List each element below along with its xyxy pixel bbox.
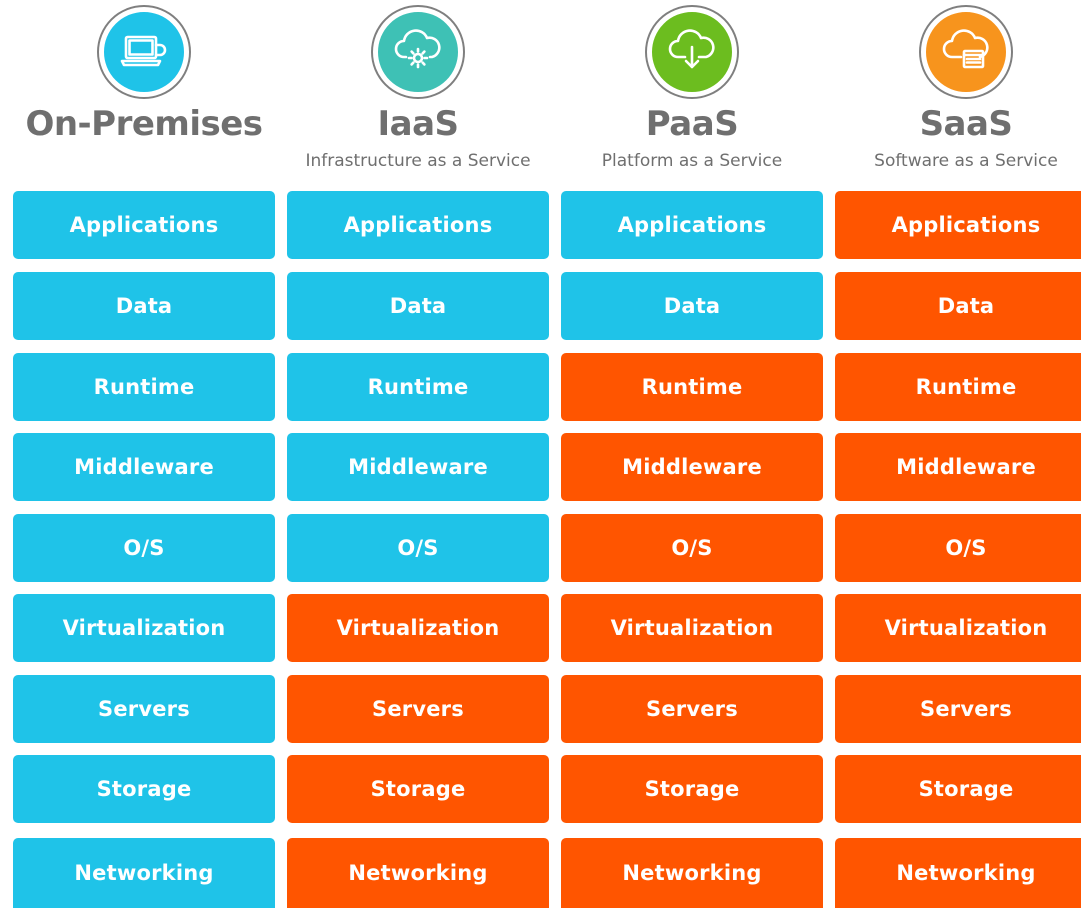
layer-virtualization: Virtualization xyxy=(561,594,823,662)
model-column-paas: PaaS Platform as a Service Applications … xyxy=(561,0,823,908)
layer-middleware: Middleware xyxy=(561,433,823,501)
layer-servers: Servers xyxy=(835,675,1081,743)
layer-os: O/S xyxy=(13,514,275,582)
model-title: On-Premises xyxy=(25,104,263,144)
layer-data: Data xyxy=(835,272,1081,340)
layer-virtualization: Virtualization xyxy=(13,594,275,662)
layer-os: O/S xyxy=(835,514,1081,582)
cloud-window-icon xyxy=(921,7,1011,97)
layer-os: O/S xyxy=(287,514,549,582)
cloud-download-icon xyxy=(647,7,737,97)
layer-servers: Servers xyxy=(561,675,823,743)
layer-data: Data xyxy=(561,272,823,340)
layer-os: O/S xyxy=(561,514,823,582)
layer-applications: Applications xyxy=(561,191,823,259)
layer-virtualization: Virtualization xyxy=(835,594,1081,662)
model-column-iaas: IaaS Infrastructure as a Service Applica… xyxy=(287,0,549,908)
laptop-icon xyxy=(99,7,189,97)
layer-runtime: Runtime xyxy=(835,353,1081,421)
model-subtitle: Infrastructure as a Service xyxy=(305,151,531,171)
layer-servers: Servers xyxy=(287,675,549,743)
layer-applications: Applications xyxy=(13,191,275,259)
layer-data: Data xyxy=(13,272,275,340)
model-subtitle: Platform as a Service xyxy=(601,151,783,171)
model-subtitle: Software as a Service xyxy=(874,151,1058,171)
layer-virtualization: Virtualization xyxy=(287,594,549,662)
layer-networking: Networking xyxy=(561,838,823,908)
layer-applications: Applications xyxy=(287,191,549,259)
layer-middleware: Middleware xyxy=(13,433,275,501)
layer-middleware: Middleware xyxy=(835,433,1081,501)
model-title: SaaS xyxy=(919,104,1013,144)
layer-networking: Networking xyxy=(287,838,549,908)
layer-servers: Servers xyxy=(13,675,275,743)
layer-runtime: Runtime xyxy=(287,353,549,421)
model-title: PaaS xyxy=(645,104,739,144)
model-column-saas: SaaS Software as a Service Applications … xyxy=(835,0,1081,908)
layer-runtime: Runtime xyxy=(13,353,275,421)
layer-storage: Storage xyxy=(561,755,823,823)
layer-middleware: Middleware xyxy=(287,433,549,501)
layer-data: Data xyxy=(287,272,549,340)
model-title: IaaS xyxy=(377,104,459,144)
layer-networking: Networking xyxy=(835,838,1081,908)
model-column-on-premises: On-Premises Applications Data Runtime Mi… xyxy=(13,0,275,908)
layer-applications: Applications xyxy=(835,191,1081,259)
layer-storage: Storage xyxy=(835,755,1081,823)
layer-runtime: Runtime xyxy=(561,353,823,421)
layer-storage: Storage xyxy=(13,755,275,823)
cloud-gear-icon xyxy=(373,7,463,97)
layer-networking: Networking xyxy=(13,838,275,908)
layer-storage: Storage xyxy=(287,755,549,823)
